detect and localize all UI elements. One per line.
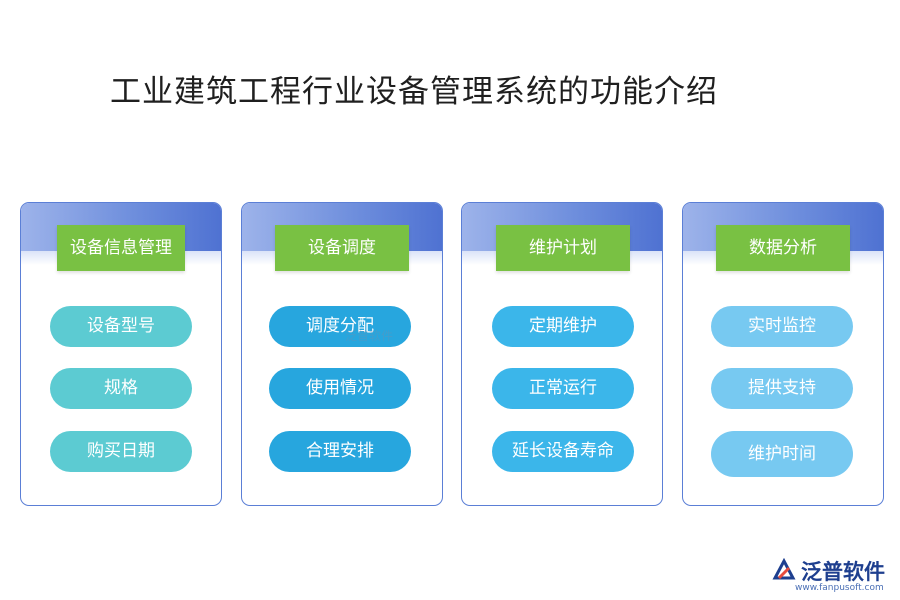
brand-logo: 泛普软件	[771, 556, 885, 586]
item-pill: 延长设备寿命	[492, 431, 634, 472]
card-title: 数据分析	[716, 225, 850, 271]
brand-url: www.fanpusoft.com	[795, 583, 884, 593]
card-title: 设备调度	[275, 225, 409, 271]
card-maintenance-plan: 维护计划 定期维护 正常运行 延长设备寿命	[461, 202, 663, 506]
page-title: 工业建筑工程行业设备管理系统的功能介绍	[110, 74, 718, 110]
brand-name: 泛普软件	[801, 560, 885, 584]
item-pill: 设备型号	[50, 306, 192, 347]
card-device-info: 设备信息管理 设备型号 规格 购买日期	[20, 202, 222, 506]
item-pill: 购买日期	[50, 431, 192, 472]
card-scheduling: 设备调度 调度分配 使用情况 合理安排	[241, 202, 443, 506]
item-pill: 正常运行	[492, 368, 634, 409]
item-pill: 合理安排	[269, 431, 411, 472]
item-pill: 实时监控	[711, 306, 853, 347]
item-pill: 调度分配	[269, 306, 411, 347]
item-pill: 维护时间	[711, 431, 853, 477]
item-pill: 定期维护	[492, 306, 634, 347]
watermark: 泛普软件	[345, 329, 394, 343]
item-pill: 提供支持	[711, 368, 853, 409]
card-title: 维护计划	[496, 225, 630, 271]
item-pill: 规格	[50, 368, 192, 409]
card-data-analysis: 数据分析 实时监控 提供支持 维护时间	[682, 202, 884, 506]
card-title: 设备信息管理	[57, 225, 185, 271]
fanpu-logo-icon	[772, 558, 796, 580]
item-pill: 使用情况	[269, 368, 411, 409]
